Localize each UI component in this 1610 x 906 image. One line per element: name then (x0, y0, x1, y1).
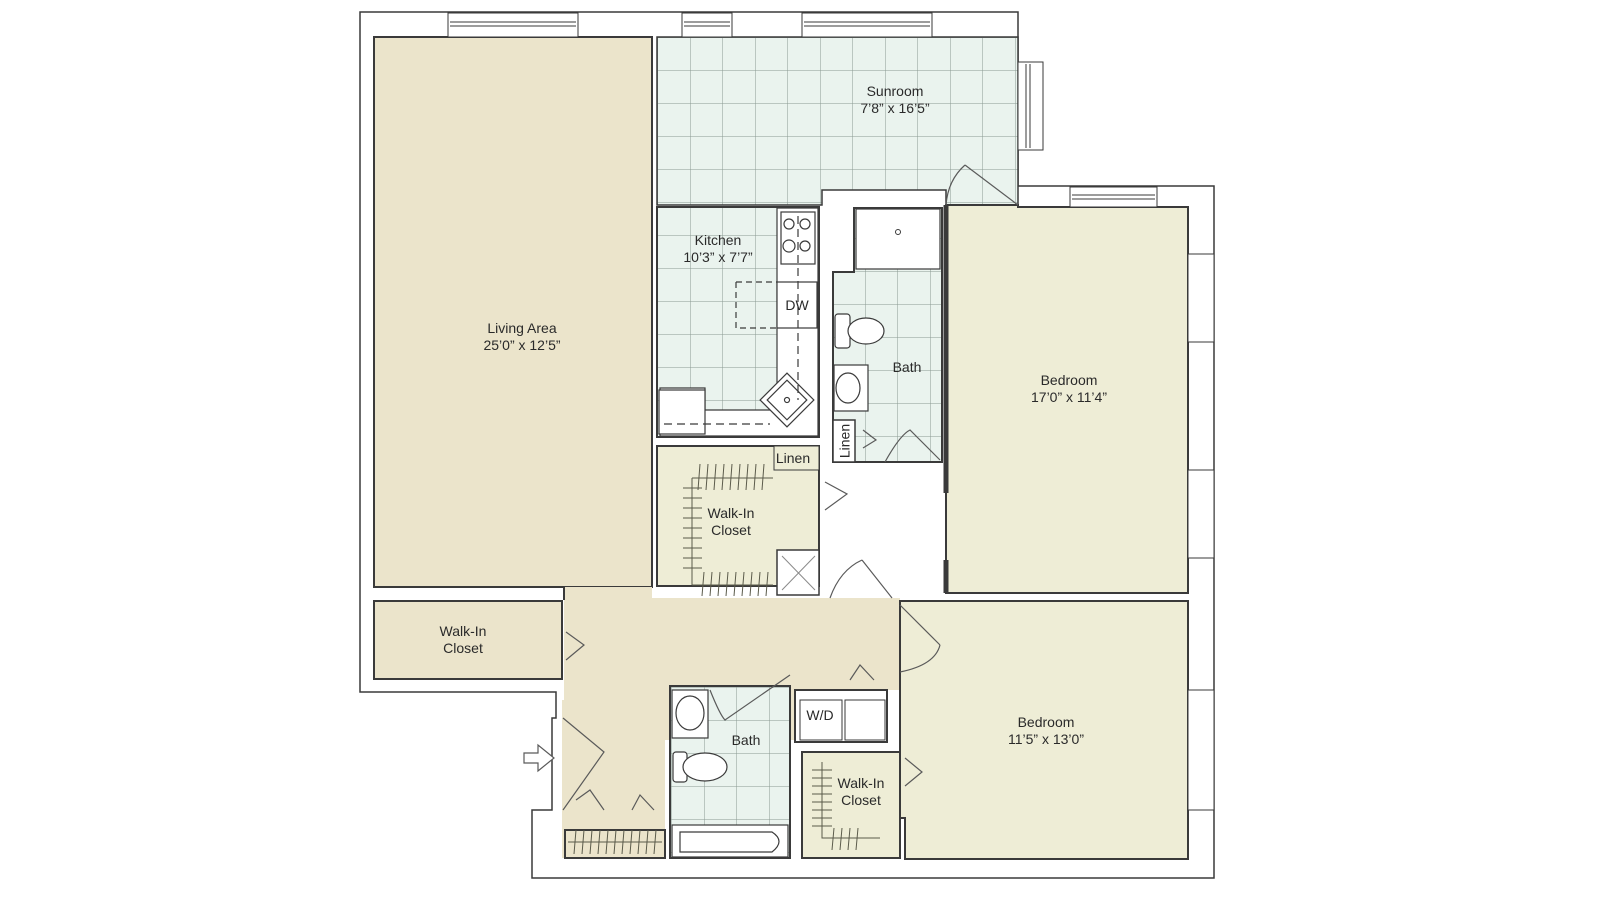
bath1-toilet (833, 313, 885, 412)
living-area-floor (373, 36, 653, 588)
room-label-bedroom2: Bedroom 11’5” x 13’0” (1007, 714, 1085, 747)
room-label-kitchen: Kitchen 10’3” x 7’7” (683, 232, 753, 265)
washer-dryer-label: W/D (806, 707, 834, 723)
bath1-shower (855, 208, 941, 270)
kitchen-counters (658, 207, 819, 437)
entry-arrow-icon (523, 743, 555, 773)
walkin-closet-left-floor (373, 600, 563, 680)
room-label-bath2: Bath (731, 732, 761, 748)
doors (562, 164, 1019, 811)
room-label-living: Living Area 25’0” x 12’5” (483, 320, 561, 353)
room-label-bath1: Bath (892, 359, 922, 375)
room-label-walkin-left: Walk-In Closet (439, 623, 487, 656)
room-label-walkin-center: Walk-In Closet (707, 505, 755, 538)
sunroom-floor (656, 36, 1019, 206)
closet-rods-center (683, 463, 773, 597)
bath2-fixtures (671, 689, 789, 858)
linen-closet-label: Linen (775, 450, 811, 466)
bath1-linen (832, 419, 856, 463)
linen-bath-label: Linen (836, 423, 853, 459)
closet-rods-bedroom2 (812, 762, 880, 851)
windows (447, 12, 1215, 811)
dishwasher-label: DW (785, 297, 809, 313)
room-label-walkin-bedroom2: Walk-In Closet (837, 775, 885, 808)
room-label-sunroom: Sunroom 7’8” x 16’5” (860, 83, 930, 116)
room-label-bedroom1: Bedroom 17’0” x 11’4” (1030, 372, 1108, 405)
